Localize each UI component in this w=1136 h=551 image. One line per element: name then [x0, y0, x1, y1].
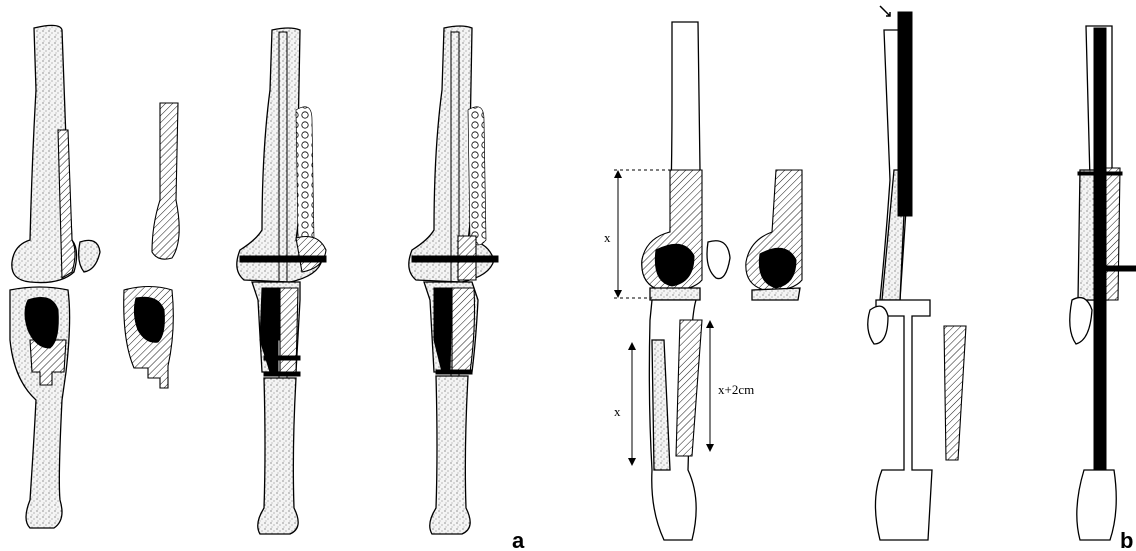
b1-patella — [707, 241, 730, 279]
a3-band-2 — [264, 372, 300, 376]
b3-tibia — [1077, 470, 1116, 540]
b2-graft-wedge — [944, 326, 966, 460]
b3-final — [1070, 26, 1136, 540]
b1-label-x-plus: x+2cm — [718, 382, 754, 397]
b2-tibial-cap — [868, 306, 888, 344]
b2-nail-insertion — [868, 6, 966, 540]
a1-patella — [79, 240, 100, 272]
b3-nail — [1094, 28, 1106, 540]
b3-tibial-cap — [1070, 298, 1092, 344]
a3-band-1 — [264, 356, 300, 360]
b1-label-x-femur: x — [604, 230, 611, 245]
a1-knee-original — [10, 25, 100, 528]
b1-graft-wedge — [676, 320, 702, 456]
a4-bone-chips — [468, 107, 486, 245]
a4-cross-screw — [412, 256, 498, 262]
a2-graft-pieces — [124, 103, 179, 388]
a3-reconstruction — [237, 28, 326, 534]
a4-distal-tibia — [430, 376, 470, 534]
panel-a-letter: a — [512, 528, 525, 551]
a4-reconstruction — [409, 26, 498, 534]
a2-femoral-graft — [152, 103, 179, 259]
b3-band-upper — [1078, 172, 1122, 175]
a3-cement-upper — [260, 288, 280, 340]
a3-distal-tibia — [258, 378, 298, 534]
b2-arrow-icon — [880, 6, 890, 16]
a4-tibial-graft — [452, 288, 475, 372]
a3-bone-chips — [296, 107, 314, 245]
panel-a: a — [10, 25, 525, 551]
b1-measurement: x x x+2cm — [604, 22, 802, 540]
b3-cross-screw — [1100, 266, 1136, 271]
a3-cross-screw — [240, 256, 326, 262]
panel-b: x x x+2cm — [604, 6, 1136, 551]
panel-b-letter: b — [1120, 528, 1133, 551]
a4-band — [436, 370, 472, 374]
b1-label-x-tibia: x — [614, 404, 621, 419]
b1-tibia-plateau — [650, 288, 700, 300]
b2-nail — [898, 12, 912, 216]
b1-resected-plateau — [752, 288, 800, 300]
